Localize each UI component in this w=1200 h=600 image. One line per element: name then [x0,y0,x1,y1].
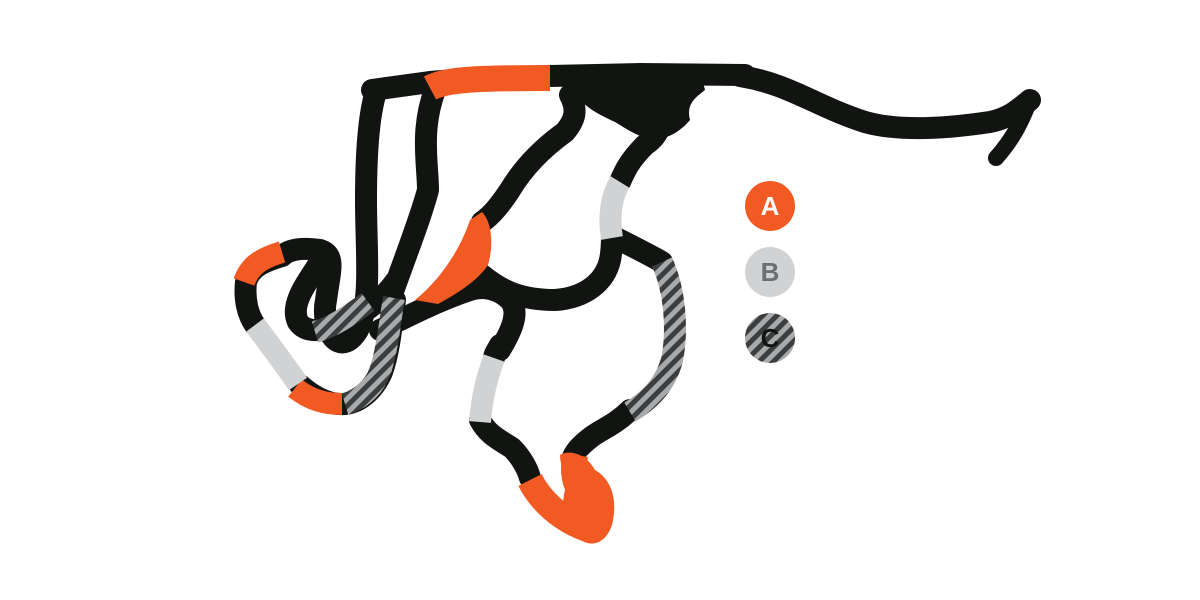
road-east-descent [601,225,673,273]
road-center-south [483,334,511,369]
segment-b-east [599,176,630,240]
legend-swatch-a [745,181,795,231]
segment-c-east [624,257,686,422]
road-west-inner [379,79,446,311]
segment-a-west-bottom [288,379,343,415]
road-east-hook [988,92,1038,166]
legend-label-a: A [761,191,780,221]
segment-a-south-blob [560,452,615,544]
legend: A B C [745,181,795,363]
segment-c-crossing [341,296,405,415]
segments-b [246,176,630,423]
segment-c-west-spiral [311,293,375,343]
road-south-loop-west [469,409,541,489]
segment-b-center [469,354,505,423]
segment-a-far-west [233,241,286,287]
segments-c [311,257,686,422]
legend-swatch-b [745,247,795,297]
legend-label-c: C [761,323,780,353]
legend-swatch-c [745,313,795,363]
road-south-loop-east [561,399,641,471]
legend-item-c: C [745,313,795,363]
segment-b-west [246,318,308,391]
road-east-spur [729,65,1041,140]
legend-item-b: B [745,247,795,297]
paddock-area [560,70,705,140]
road-middle-loop [471,225,623,311]
segment-a-wedge [415,212,492,304]
road-center-north [471,84,586,233]
legend-item-a: A [745,181,795,231]
legend-label-b: B [761,257,780,287]
road-west-upper-loop [271,84,386,354]
segment-a-top [423,65,551,100]
